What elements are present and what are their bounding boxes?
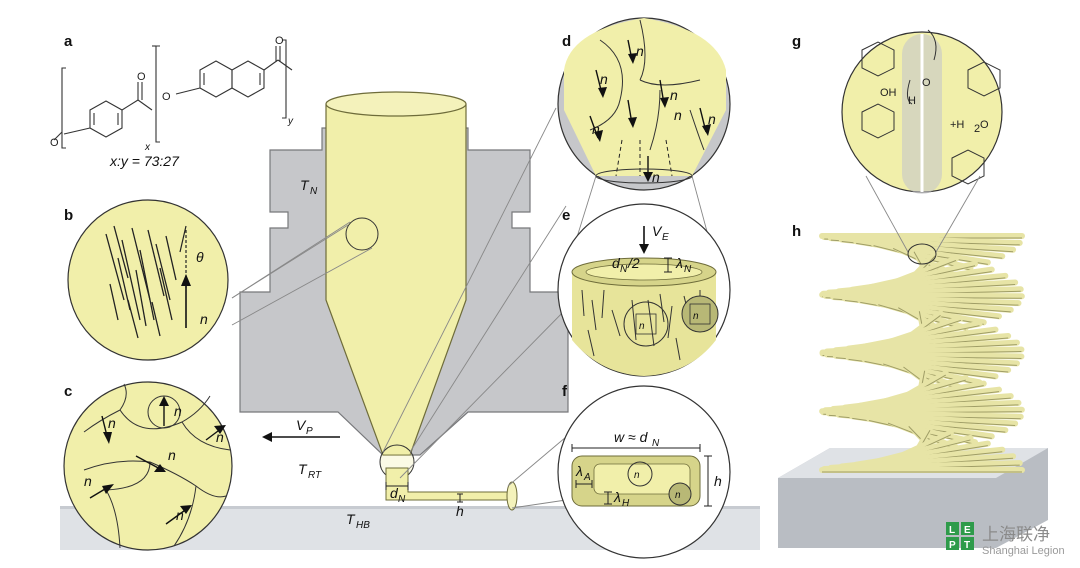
panel-g-zoom: OH O H +H 2 O [841,29,1003,194]
svg-text:d: d [562,33,571,50]
svg-text:x: x [144,142,151,153]
panel-h-helix [778,175,1048,548]
svg-text:d: d [390,485,399,501]
svg-text:n: n [652,169,660,185]
velocity-print-arrow [262,432,340,442]
svg-text:P: P [949,540,956,551]
svg-text:H: H [622,498,630,509]
svg-text:O: O [162,91,171,103]
svg-text:λ: λ [575,463,583,479]
panel-a-structure [53,39,293,149]
svg-text:x:y = 73:27: x:y = 73:27 [109,153,180,169]
helix-rods [819,233,1025,473]
svg-text:n: n [693,311,699,322]
panel-f-zoom: w ≈ d N h λ A λ H n n [557,385,731,559]
svg-text:w ≈ d: w ≈ d [614,429,649,445]
svg-text:A: A [583,472,591,483]
svg-text:N: N [620,264,628,275]
svg-text:n: n [675,490,681,501]
svg-text:Shanghai Legion: Shanghai Legion [982,545,1065,557]
panel-a-labels: O O O O x y x:y = 73:27 [50,35,294,169]
svg-text:n: n [108,415,116,431]
svg-text:n: n [636,43,644,59]
nozzle-zoom-circle [345,217,379,251]
svg-text:n: n [592,121,600,137]
helix-rod [870,240,974,272]
svg-text:+H: +H [950,119,964,131]
svg-text:T: T [300,177,310,193]
svg-text:T: T [346,511,356,527]
svg-text:V: V [296,417,307,433]
svg-text:h: h [792,223,801,240]
svg-text:HB: HB [356,520,370,531]
svg-text:n: n [674,107,682,123]
svg-text:n: n [84,473,92,489]
panel-d-zoom: n n n n n n n [557,17,731,191]
svg-text:e: e [562,207,570,224]
svg-text:N: N [310,186,318,197]
svg-text:OH: OH [880,87,897,99]
svg-text:n: n [670,87,678,103]
svg-text:d: d [612,255,621,271]
extruded-filament [385,467,518,511]
svg-text:h: h [714,473,722,489]
svg-text:n: n [174,403,182,419]
svg-text:λ: λ [613,489,621,505]
svg-text:E: E [964,525,971,536]
svg-text:L: L [949,525,955,536]
svg-text:H: H [908,95,916,107]
svg-text:n: n [216,429,224,445]
svg-text:N: N [684,264,692,275]
svg-text:上海联净: 上海联净 [982,525,1050,545]
svg-text:N: N [652,438,660,449]
nozzle [239,91,569,480]
svg-text:f: f [562,383,568,400]
svg-text:c: c [64,383,72,400]
svg-text:n: n [639,321,645,332]
svg-text:O: O [275,35,284,47]
svg-text:O: O [137,71,146,83]
svg-text:θ: θ [196,249,204,265]
svg-text:a: a [64,33,73,50]
panel-e-zoom: V E d N /2 λ N n n [557,203,731,377]
svg-text:RT: RT [308,470,322,481]
svg-text:/2: /2 [627,255,640,271]
svg-text:O: O [922,77,931,89]
svg-text:n: n [634,470,640,481]
svg-text:n: n [168,447,176,463]
svg-text:y: y [287,116,294,127]
svg-text:T: T [298,461,308,477]
process-labels: T N V P T RT T HB d N h [296,177,464,531]
svg-text:N: N [398,494,406,505]
svg-text:h: h [456,503,464,519]
svg-text:b: b [64,207,73,224]
panel-b-zoom: θ n [67,199,229,361]
svg-text:V: V [652,223,663,239]
svg-text:T: T [964,540,970,551]
svg-text:n: n [708,111,716,127]
panel-c-zoom: n n n n n n [63,381,233,551]
watermark: L E P T 上海联净 Shanghai Legion [946,522,1065,557]
svg-text:n: n [200,311,208,327]
svg-text:E: E [662,232,669,243]
svg-text:O: O [50,137,59,149]
svg-text:λ: λ [675,255,683,271]
svg-text:n: n [600,71,608,87]
svg-text:n: n [176,507,184,523]
svg-text:2: 2 [974,123,980,135]
svg-text:g: g [792,33,801,50]
svg-text:O: O [980,119,989,131]
svg-text:P: P [306,426,313,437]
panel-letters: a b c d e f g h [64,33,801,400]
